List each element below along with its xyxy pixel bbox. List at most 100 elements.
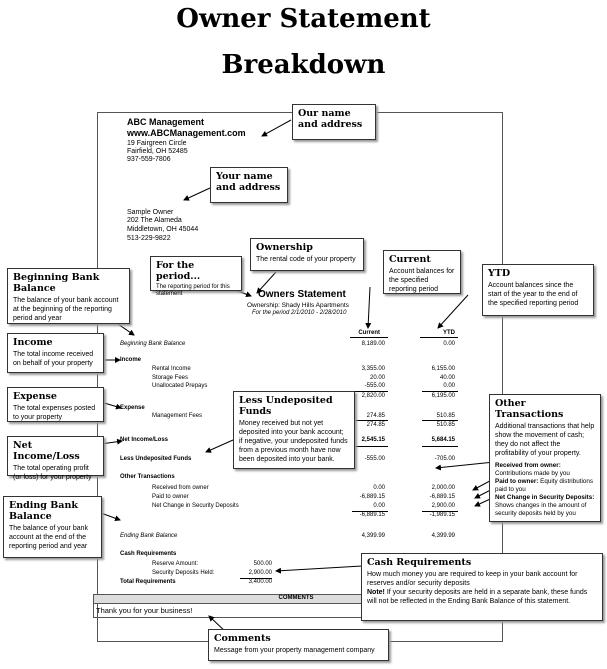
callout-ownership-body: The rental code of your property — [256, 256, 356, 263]
callout-beginning-balance: Beginning Bank Balance The balance of yo… — [7, 268, 130, 324]
callout-ytd: YTD Account balances since the start of … — [482, 264, 594, 316]
label-beginning-balance: Beginning Bank Balance — [120, 341, 186, 347]
label-ending-balance: Ending Bank Balance — [120, 533, 178, 539]
callout-your-name-address: Your name and address — [210, 167, 288, 203]
value-rental-ytd: 6,155.00 — [431, 366, 455, 372]
callout-expense-title: Expense — [13, 391, 57, 402]
value-other-total-ytd: -1,989.15 — [429, 512, 455, 518]
label-received-from-owner: Received from owner — [152, 485, 209, 491]
callout-our-name-title: Our name and address — [298, 108, 363, 130]
value-total-requirements: 3,400.00 — [248, 579, 272, 585]
callout-ending-balance: Ending Bank Balance The balance of your … — [3, 496, 102, 558]
column-header-ytd: YTD — [443, 330, 455, 336]
value-ending-ytd: 4,399.99 — [431, 533, 455, 539]
owner-city: Middletown, OH 45044 — [127, 226, 199, 233]
callout-other-paid-def: Equity distributions paid to you — [495, 478, 593, 493]
value-expense-total-current: 274.85 — [366, 422, 385, 428]
callout-ending-body: The balance of your bank account at the … — [9, 525, 88, 550]
value-unallocated-current: -555.00 — [364, 383, 385, 389]
comments-header: COMMENTS — [278, 595, 314, 601]
callout-other-recv-def: Contributions made by you — [495, 470, 570, 477]
label-rental-income: Rental Income — [152, 366, 191, 372]
callout-beginning-body: The balance of your bank account at the … — [13, 297, 119, 322]
label-expense: Expense — [120, 405, 145, 411]
value-rental-current: 3,355.00 — [361, 366, 385, 372]
callout-period-body: The reporting period for this statement — [156, 284, 230, 297]
callout-income: Income The total income received on beha… — [7, 333, 104, 373]
label-total-requirements: Total Requirements — [120, 579, 176, 585]
label-cash-requirements: Cash Requirements — [120, 551, 177, 557]
callout-current: Current Account balances for the specifi… — [383, 250, 461, 294]
owner-phone: 513-229-9822 — [127, 235, 171, 242]
callout-other-paid-term: Paid to owner: — [495, 478, 539, 485]
statement-ownership: Ownership: Shady Hills Apartments — [247, 302, 349, 309]
callout-ytd-body: Account balances since the start of the … — [488, 282, 579, 307]
callout-current-title: Current — [389, 254, 431, 265]
label-storage-fees: Storage Fees — [152, 375, 189, 381]
column-header-current: Current — [358, 330, 380, 336]
callout-less-undeposited: Less Undeposited Funds Money received bu… — [233, 391, 355, 469]
value-other-total-current: -6,889.15 — [359, 512, 385, 518]
value-net-current: 2,545.15 — [361, 437, 385, 443]
label-management-fees: Management Fees — [152, 413, 203, 419]
callout-beginning-title: Beginning Bank Balance — [13, 272, 100, 294]
callout-income-title: Income — [13, 337, 53, 348]
callout-ownership: Ownership The rental code of your proper… — [250, 238, 364, 271]
statement-heading: Owners Statement — [258, 289, 346, 300]
company-website: www.ABCManagement.com — [127, 128, 246, 138]
page-title-line1: Owner Statement — [176, 4, 431, 34]
callout-cashreq-title: Cash Requirements — [367, 557, 472, 568]
value-storage-current: 20.00 — [369, 375, 385, 381]
statement-period: For the period 2/1/2010 - 2/28/2010 — [252, 310, 347, 316]
callout-comments-title: Comments — [214, 633, 271, 644]
callout-cashreq-note-label: Note! — [367, 589, 385, 596]
label-paid-to-owner: Paid to owner — [152, 494, 189, 500]
callout-your-name-title: Your name and address — [216, 171, 281, 193]
label-reserve-amount: Reserve Amount: — [152, 561, 199, 567]
value-paid-current: -6,889.15 — [359, 494, 385, 500]
callout-current-body: Account balances for the specified repor… — [389, 268, 455, 293]
callout-cashreq-note-text: If your security deposits are held in a … — [367, 589, 588, 605]
value-lud-current: -555.00 — [364, 456, 385, 462]
value-storage-ytd: 40.00 — [439, 375, 455, 381]
callout-cash-requirements: Cash Requirements How much money you are… — [361, 553, 603, 621]
comments-text: Thank you for your business! — [96, 606, 193, 615]
value-netdep-ytd: 2,900.00 — [431, 503, 455, 509]
callout-expense-body: The total expenses posted to your proper… — [13, 405, 96, 421]
label-net-income: Net Income/Loss — [120, 437, 169, 443]
callout-ownership-title: Ownership — [256, 242, 313, 253]
callout-other-netdep-def: Shows changes in the amount of security … — [495, 502, 587, 517]
callout-other-recv-term: Received from owner: — [495, 462, 561, 469]
value-beginning-current: 8,189.00 — [361, 341, 385, 347]
callout-lud-title: Less Undeposited Funds — [239, 395, 333, 417]
callout-other-transactions: Other Transactions Additional transactio… — [489, 394, 601, 522]
value-ending-current: 4,399.99 — [361, 533, 385, 539]
value-beginning-ytd: 0.00 — [443, 341, 455, 347]
value-expense-total-ytd: 510.85 — [436, 422, 455, 428]
callout-income-body: The total income received on behalf of y… — [13, 351, 94, 367]
callout-net-income: Net Income/Loss The total operating prof… — [7, 436, 104, 481]
callout-period: For the period... The reporting period f… — [150, 256, 242, 297]
value-income-total-current: 2,820.00 — [361, 393, 385, 399]
value-mgmt-ytd: 510.85 — [436, 413, 455, 419]
owner-name: Sample Owner — [127, 209, 174, 216]
label-net-change-deposits: Net Change in Security Deposits — [152, 503, 239, 509]
value-paid-ytd: -6,889.15 — [429, 494, 455, 500]
label-other-transactions: Other Transactions — [120, 474, 175, 480]
owner-street: 202 The Alameda — [127, 217, 182, 224]
callout-net-body: The total operating profit (or loss) for… — [13, 465, 92, 481]
label-income: Income — [120, 357, 142, 363]
company-name: ABC Management — [127, 117, 205, 127]
callout-period-title: For the period... — [156, 260, 201, 282]
label-unallocated-prepays: Unallocated Prepays — [152, 383, 208, 389]
callout-ending-title: Ending Bank Balance — [9, 500, 78, 522]
value-lud-ytd: -705.00 — [434, 456, 455, 462]
label-security-deposits-held: Security Deposits Held: — [152, 570, 215, 576]
page-title-line2: Breakdown — [221, 50, 386, 80]
callout-other-netdep-term: Net Change in Security Deposits: — [495, 494, 595, 501]
value-mgmt-current: 274.85 — [366, 413, 385, 419]
callout-cashreq-body: How much money you are required to keep … — [367, 571, 578, 587]
value-unallocated-ytd: 0.00 — [443, 383, 455, 389]
callout-our-name-address: Our name and address — [292, 104, 376, 140]
callout-net-title: Net Income/Loss — [13, 440, 80, 462]
